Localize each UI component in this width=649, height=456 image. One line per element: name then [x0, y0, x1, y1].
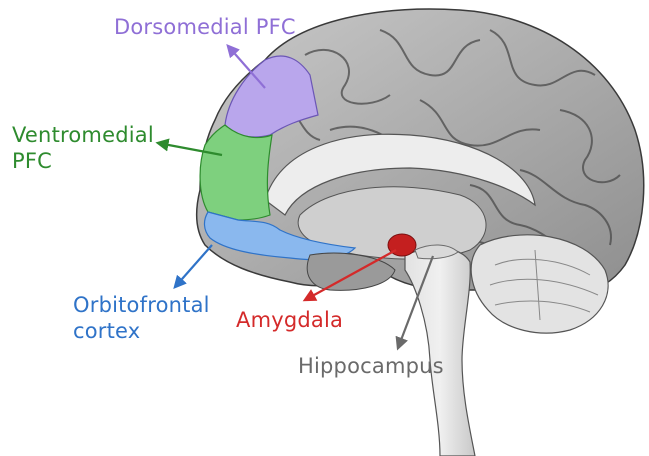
ventromedial-pfc-label-line2: PFC [12, 148, 154, 174]
hippocampus-label: Hippocampus [298, 353, 444, 379]
orbitofrontal-label-line2: cortex [73, 318, 210, 344]
ventromedial-pfc-region [200, 125, 272, 220]
orbitofrontal-arrow [175, 245, 212, 287]
ventromedial-pfc-label-line1: Ventromedial [12, 122, 154, 148]
dorsomedial-pfc-label: Dorsomedial PFC [114, 14, 296, 40]
amygdala-label: Amygdala [236, 307, 343, 333]
orbitofrontal-label-line1: Orbitofrontal [73, 292, 210, 318]
orbitofrontal-label: Orbitofrontal cortex [73, 292, 210, 344]
ventromedial-pfc-label: Ventromedial PFC [12, 122, 154, 174]
